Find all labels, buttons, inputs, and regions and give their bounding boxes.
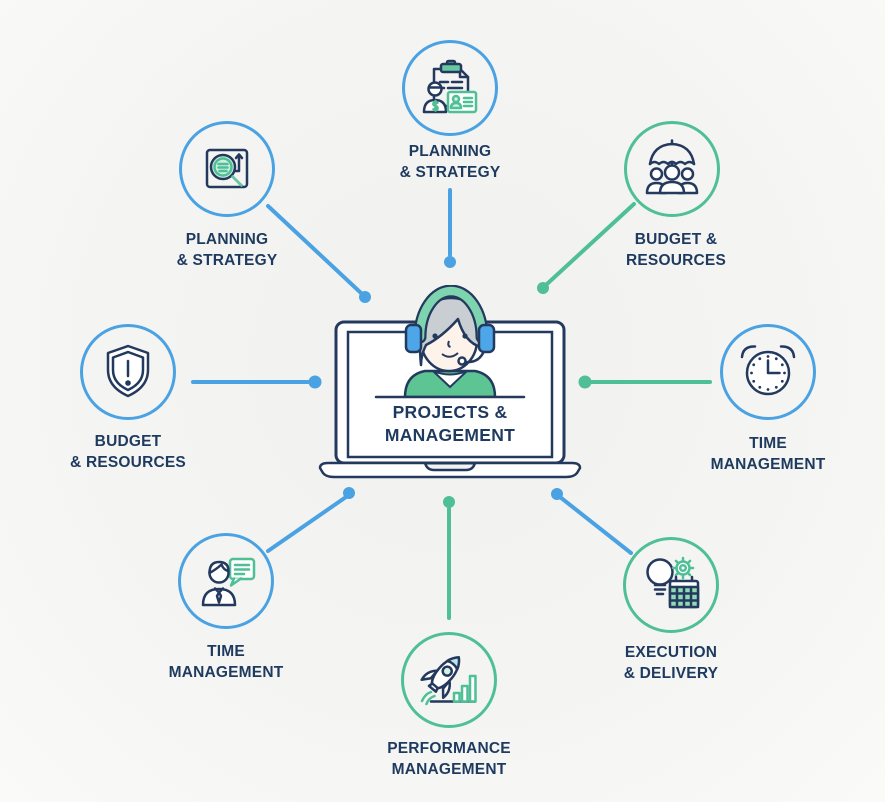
- label-planning-strategy-left: PLANNING & STRATEGY: [122, 229, 332, 271]
- label-line: MANAGEMENT: [168, 664, 284, 681]
- label-line: & RESOURCES: [70, 454, 186, 471]
- node-planning-strategy-left: [179, 121, 275, 217]
- center-title-line2: MANAGEMENT: [384, 425, 516, 445]
- label-line: RESOURCES: [626, 252, 726, 269]
- label-time-management-right: TIME MANAGEMENT: [663, 433, 873, 475]
- label-line: MANAGEMENT: [391, 761, 507, 778]
- clipboard-person-idcard-icon: [422, 59, 478, 114]
- team-under-umbrella-icon: [645, 139, 699, 195]
- node-budget-resources-right: [624, 121, 720, 217]
- person-chat-bubble-icon: [201, 557, 256, 607]
- node-time-management-right: [720, 324, 816, 420]
- label-line: BUDGET: [94, 433, 162, 450]
- label-performance-management: PERFORMANCE MANAGEMENT: [344, 738, 554, 780]
- label-line: MANAGEMENT: [710, 456, 826, 473]
- center-title-line1: PROJECTS &: [392, 402, 508, 422]
- label-line: EXECUTION: [624, 644, 718, 661]
- rocket-growth-chart-icon: [420, 656, 477, 706]
- label-line: TIME: [207, 643, 245, 660]
- label-line: BUDGET &: [634, 231, 718, 248]
- label-line: & STRATEGY: [399, 164, 501, 181]
- label-budget-resources-left: BUDGET & RESOURCES: [23, 431, 233, 473]
- label-line: & DELIVERY: [623, 665, 719, 682]
- shield-alert-icon: [106, 344, 150, 398]
- node-planning-strategy-top: [402, 40, 498, 136]
- operator-avatar: [403, 369, 497, 397]
- label-line: PLANNING: [408, 143, 492, 160]
- node-execution-delivery: [623, 537, 719, 633]
- center-title: PROJECTS & MANAGEMENT: [348, 401, 552, 447]
- label-line: PLANNING: [185, 231, 269, 248]
- label-execution-delivery: EXECUTION & DELIVERY: [566, 642, 776, 684]
- laptop-illustration: [318, 285, 582, 479]
- connector-bottom-left: [266, 495, 348, 553]
- label-line: TIME: [749, 435, 787, 452]
- node-time-management-left: [178, 533, 274, 629]
- label-planning-strategy-top: PLANNING & STRATEGY: [345, 141, 555, 183]
- label-budget-resources-right: BUDGET & RESOURCES: [571, 229, 781, 271]
- alarm-clock-icon: [740, 345, 796, 396]
- lightbulb-gear-calendar-icon: [646, 556, 700, 609]
- connector-bottom-right: [558, 495, 633, 555]
- document-magnifier-icon: [205, 148, 249, 189]
- node-performance-management: [401, 632, 497, 728]
- label-line: & STRATEGY: [176, 252, 278, 269]
- node-budget-resources-left: [80, 324, 176, 420]
- label-line: PERFORMANCE: [387, 740, 511, 757]
- label-time-management-left: TIME MANAGEMENT: [121, 641, 331, 683]
